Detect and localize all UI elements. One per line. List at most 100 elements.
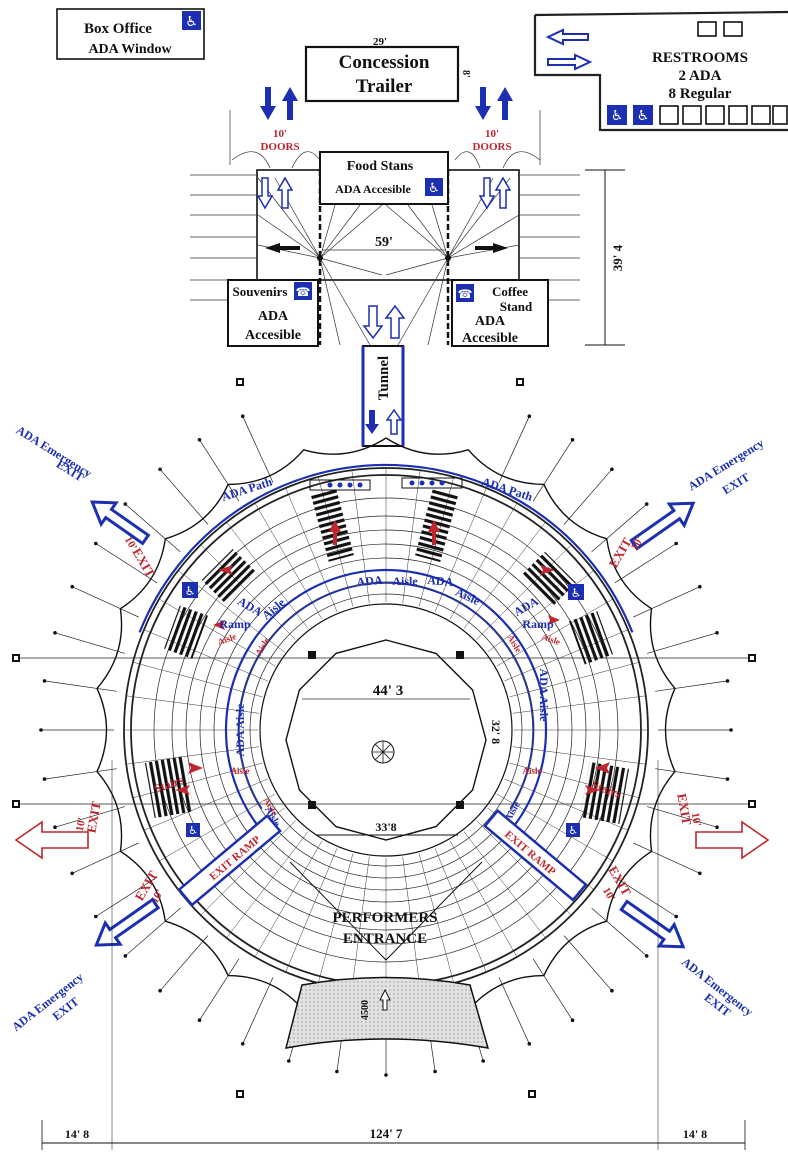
lamp-post-icon bbox=[236, 378, 244, 386]
box-office-sublabel: ADA Window bbox=[88, 42, 172, 57]
svg-text:♿: ♿ bbox=[185, 14, 198, 30]
souvenirs-accesible: Accesible bbox=[245, 328, 301, 343]
souvenirs-label: Souvenirs bbox=[233, 284, 288, 299]
svg-text:♿: ♿ bbox=[428, 181, 440, 196]
concession-trailer[interactable]: 29' Concession Trailer 8' bbox=[304, 36, 471, 103]
emergency-exit-lower-right[interactable]: EXIT 10' ADA Emergency EXIT bbox=[600, 863, 756, 1019]
wheelchair-icon: ♿ bbox=[182, 11, 201, 30]
ring-bottom-dim: 33'8 bbox=[375, 820, 396, 834]
coffee-stand[interactable]: ☎ Coffee Stand ADA Accesible bbox=[451, 279, 549, 347]
doors-left: 10' DOORS bbox=[260, 87, 300, 153]
box-office-label: Box Office bbox=[84, 21, 152, 37]
aisle-label-red: Aisle bbox=[253, 636, 271, 657]
ada-path-rings bbox=[138, 463, 634, 833]
svg-text:♿: ♿ bbox=[568, 824, 578, 837]
wheelchair-icon: ♿ bbox=[566, 823, 580, 837]
exit-size: 10' bbox=[74, 817, 88, 833]
concession-label: Concession bbox=[339, 52, 430, 73]
ada-aisle-label-left: ADA Aisle bbox=[233, 703, 247, 757]
compass-icon bbox=[371, 740, 395, 764]
arrow-icon bbox=[256, 176, 512, 253]
phone-icon: ☎ bbox=[294, 282, 312, 300]
souvenirs-stand[interactable]: Souvenirs ADA Accesible ☎ bbox=[227, 279, 319, 347]
doors-size: 10' bbox=[485, 128, 499, 140]
ada-label: ADA bbox=[427, 573, 454, 589]
concession-side-dim: 8' bbox=[460, 70, 471, 78]
doors-right: 10' DOORS bbox=[472, 87, 513, 153]
dim-center: 124' 7 bbox=[370, 1126, 403, 1141]
wheelchair-icon: ♿ bbox=[182, 582, 198, 598]
wheelchair-icon: ♿ bbox=[633, 105, 653, 125]
ada-aisle-label-right: ADA Aisle bbox=[537, 668, 551, 722]
seating-blocks bbox=[144, 487, 630, 825]
food-stand[interactable]: Food Stans ADA Accesible ♿ bbox=[319, 151, 449, 205]
box-office[interactable]: Box Office ADA Window ♿ bbox=[56, 8, 205, 60]
hall-width: 59' bbox=[375, 235, 393, 250]
dim-right: 14' 8 bbox=[683, 1127, 707, 1141]
exit-size: 10' bbox=[600, 885, 617, 903]
svg-text:♿: ♿ bbox=[637, 108, 650, 124]
aisle-label-red: Aisle bbox=[231, 766, 250, 776]
lamp-post-icon bbox=[236, 1090, 244, 1098]
ada-label: ADA bbox=[356, 573, 383, 589]
ada-label: ADA bbox=[511, 594, 541, 619]
exit-arrow-icon bbox=[619, 899, 686, 949]
emergency-exit-upper-right[interactable]: ADA Emergency EXIT EXIT 10' bbox=[606, 436, 767, 570]
lamp-post-icon bbox=[748, 654, 756, 662]
performers-label: PERFORMERS bbox=[333, 910, 438, 926]
souvenirs-ada: ADA bbox=[258, 309, 289, 324]
restrooms-label: RESTROOMS bbox=[652, 50, 748, 66]
emergency-exit-label: EXIT bbox=[720, 470, 752, 497]
svg-text:♿: ♿ bbox=[571, 586, 582, 600]
wheelchair-icon: ♿ bbox=[607, 105, 627, 125]
restrooms[interactable]: RESTROOMS 2 ADA 8 Regular ♿ ♿ bbox=[533, 10, 788, 132]
concession-dim: 29' bbox=[373, 36, 387, 48]
arrow-icon bbox=[547, 53, 593, 71]
exit-right[interactable]: EXIT 10' bbox=[674, 792, 770, 860]
lamp-post-icon bbox=[12, 654, 20, 662]
coffee-ada: ADA bbox=[475, 314, 506, 329]
exit-label: EXIT bbox=[129, 545, 158, 580]
svg-text:♿: ♿ bbox=[188, 824, 198, 837]
ring-side-dim: 32' 8 bbox=[489, 720, 503, 744]
doors-label: DOORS bbox=[472, 141, 511, 153]
svg-text:♿: ♿ bbox=[611, 108, 624, 124]
top-seating bbox=[309, 477, 463, 491]
exit-arrow-icon bbox=[629, 501, 696, 551]
ada-path-label-right: ADA Path bbox=[480, 474, 534, 504]
ada-path-label-left: ADA Path bbox=[220, 474, 274, 504]
ramp-label: Ramp bbox=[219, 617, 251, 631]
emergency-exit-upper-left[interactable]: ADA Emergency EXIT EXIT 10' bbox=[14, 423, 159, 581]
phone-icon: ☎ bbox=[456, 284, 474, 302]
ring-width: 44' 3 bbox=[373, 683, 403, 699]
aisle-label-red: Aisle bbox=[506, 633, 524, 654]
exit-label: EXIT bbox=[674, 792, 694, 826]
coffee-label: Coffee bbox=[492, 284, 528, 299]
aisle-label: Aisle bbox=[453, 585, 482, 609]
restrooms-ada: 2 ADA bbox=[679, 68, 722, 84]
arrow-icon bbox=[545, 28, 589, 46]
tunnel[interactable]: Tunnel bbox=[360, 300, 406, 447]
lamp-post-icon bbox=[528, 1090, 536, 1098]
restrooms-regular: 8 Regular bbox=[669, 86, 732, 102]
stairs-arrows bbox=[175, 520, 610, 795]
emergency-exit-lower-left[interactable]: EXIT 10' ADA Emergency EXIT bbox=[9, 868, 166, 1034]
svg-text:☎: ☎ bbox=[296, 285, 311, 299]
coffee-accesible: Accesible bbox=[462, 331, 518, 346]
doors-label: DOORS bbox=[260, 141, 299, 153]
svg-text:☎: ☎ bbox=[458, 287, 473, 301]
exit-size: 10' bbox=[689, 812, 703, 828]
lamp-post-icon bbox=[12, 800, 20, 808]
bottom-dimensions: 14' 8 124' 7 14' 8 bbox=[41, 760, 746, 1150]
exit-left[interactable]: EXIT 10' bbox=[14, 800, 104, 860]
wheelchair-icon: ♿ bbox=[186, 823, 200, 837]
aisle-label-red: Aisle bbox=[523, 766, 542, 776]
wheelchair-icon: ♿ bbox=[568, 584, 584, 600]
wheelchair-icon: ♿ bbox=[425, 178, 443, 196]
hall-depth: 39' 4 bbox=[610, 244, 625, 271]
performers-gate[interactable]: 4500 bbox=[284, 976, 490, 1049]
tunnel-label: Tunnel bbox=[376, 356, 392, 400]
ramp-label: Ramp bbox=[522, 617, 554, 631]
exit-arrow-icon bbox=[89, 500, 151, 546]
